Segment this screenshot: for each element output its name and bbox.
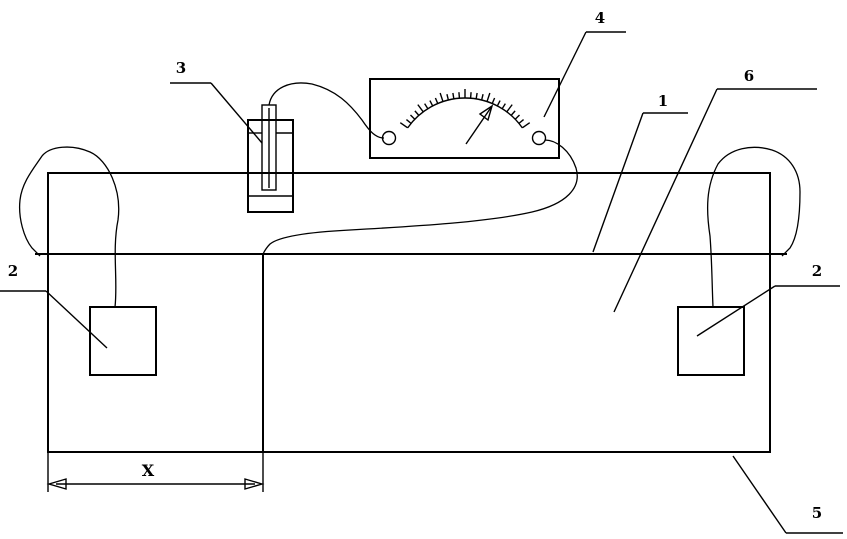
- meter-scale-tick: [405, 119, 412, 124]
- label-6: 6: [744, 67, 754, 85]
- meter-scale-tick: [424, 103, 429, 110]
- leader-lines: [0, 31, 843, 534]
- meter-scale-tick: [521, 122, 531, 129]
- meter-scale-tick: [399, 122, 409, 129]
- meter-terminal-left: [381, 130, 397, 146]
- reference-wire: [268, 82, 385, 139]
- sample-wire: [262, 139, 578, 255]
- label-x: X: [142, 461, 155, 480]
- meter-scale-tick: [501, 103, 506, 110]
- label-2-right: 2: [812, 262, 822, 280]
- left-jumper-wire: [18, 146, 120, 308]
- meter-scale-tick: [429, 100, 434, 107]
- meter-scale-tick: [514, 114, 521, 120]
- meter-scale-tick: [506, 104, 513, 113]
- meter-scale-tick: [496, 100, 501, 107]
- meter-scale: [399, 89, 531, 129]
- label-5: 5: [812, 504, 822, 522]
- meter-scale-tick: [518, 119, 525, 124]
- left-electrode: [89, 306, 157, 376]
- tank-outline: [47, 172, 771, 453]
- meter-scale-tick: [446, 94, 450, 101]
- meter-scale-tick: [491, 97, 496, 104]
- meter-scale-tick: [409, 114, 416, 120]
- right-electrode: [677, 306, 745, 376]
- right-jumper-wire: [706, 146, 801, 308]
- meter-scale-tick: [452, 92, 455, 100]
- meter-scale-tick: [417, 104, 424, 113]
- label-3: 3: [176, 59, 186, 77]
- meter-scale-tick: [486, 92, 491, 102]
- meter-scale-arc: [407, 97, 523, 129]
- meter-scale-tick: [414, 110, 420, 116]
- label-1: 1: [658, 92, 668, 110]
- meter-scale-tick: [439, 92, 444, 102]
- meter-scale-tick: [510, 110, 516, 116]
- meter-scale-tick: [480, 94, 484, 101]
- label-2-left: 2: [8, 262, 18, 280]
- meter-scale-tick: [475, 92, 478, 100]
- reference-electrode: [247, 104, 294, 213]
- dimension-x: X: [46, 452, 265, 492]
- meter: [369, 78, 560, 159]
- meter-scale-tick: [434, 97, 439, 104]
- label-4: 4: [595, 9, 605, 27]
- meter-terminal-right: [531, 130, 547, 146]
- meter-needle: [465, 104, 494, 145]
